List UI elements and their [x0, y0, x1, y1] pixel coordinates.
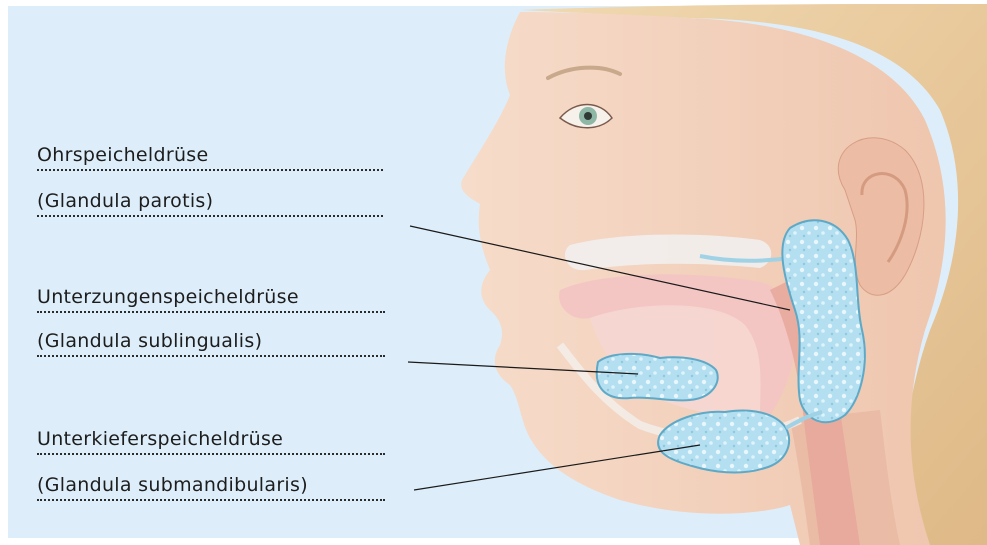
pupil — [584, 112, 592, 120]
label-submandibularis-name: Unterkieferspeicheldrüse — [37, 428, 385, 455]
label-parotis-name: Ohrspeicheldrüse — [37, 144, 383, 171]
label-sublingualis-latin: (Glandula sublingualis) — [37, 330, 385, 357]
label-sublingualis-name: Unterzungenspeicheldrüse — [37, 286, 385, 313]
label-parotis-latin: (Glandula parotis) — [37, 190, 383, 217]
label-submandibularis-latin: (Glandula submandibularis) — [37, 474, 385, 501]
sublingual-gland — [597, 354, 718, 401]
